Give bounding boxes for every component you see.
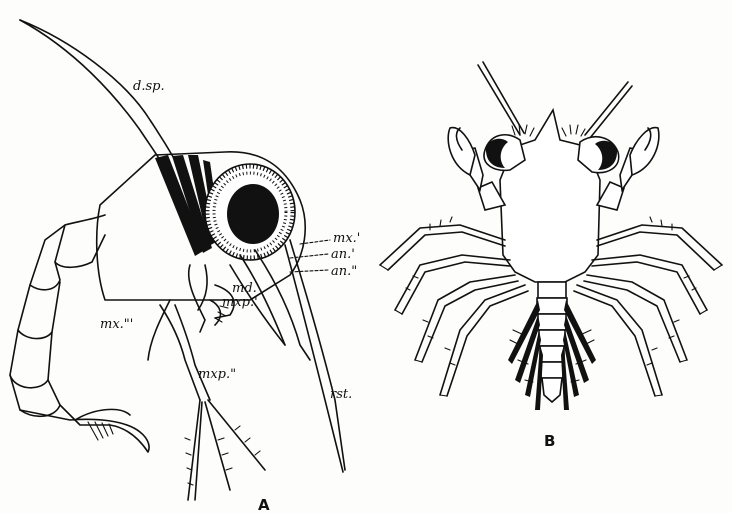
abdomen [10,215,149,452]
megalopa-drawing [380,62,722,410]
rostrum-inner [285,245,343,472]
label-an1: an.' [331,247,355,262]
label-mx3: mx."' [100,317,133,332]
compound-eye [205,164,295,260]
carapace-b [500,110,600,282]
label-an2: an." [331,264,357,279]
right-antenna [585,82,628,135]
antennule [255,250,310,360]
caption-b: B [544,432,555,450]
label-mx1: mx.' [333,231,360,246]
caption-a: A [258,496,270,513]
first-maxilliped [148,300,170,360]
left-antenna [478,65,520,135]
label-mxp1: mxp.' [222,295,258,310]
label-rst: rst. [330,387,352,402]
zoea-larva-drawing [10,20,345,500]
label-mxp2: mxp." [198,367,236,382]
right-tuft [562,125,585,136]
label-md: md. [232,281,257,296]
label-dsp: d.sp. [133,79,165,94]
second-maxilliped [160,305,265,500]
abdomen-b [537,282,567,402]
